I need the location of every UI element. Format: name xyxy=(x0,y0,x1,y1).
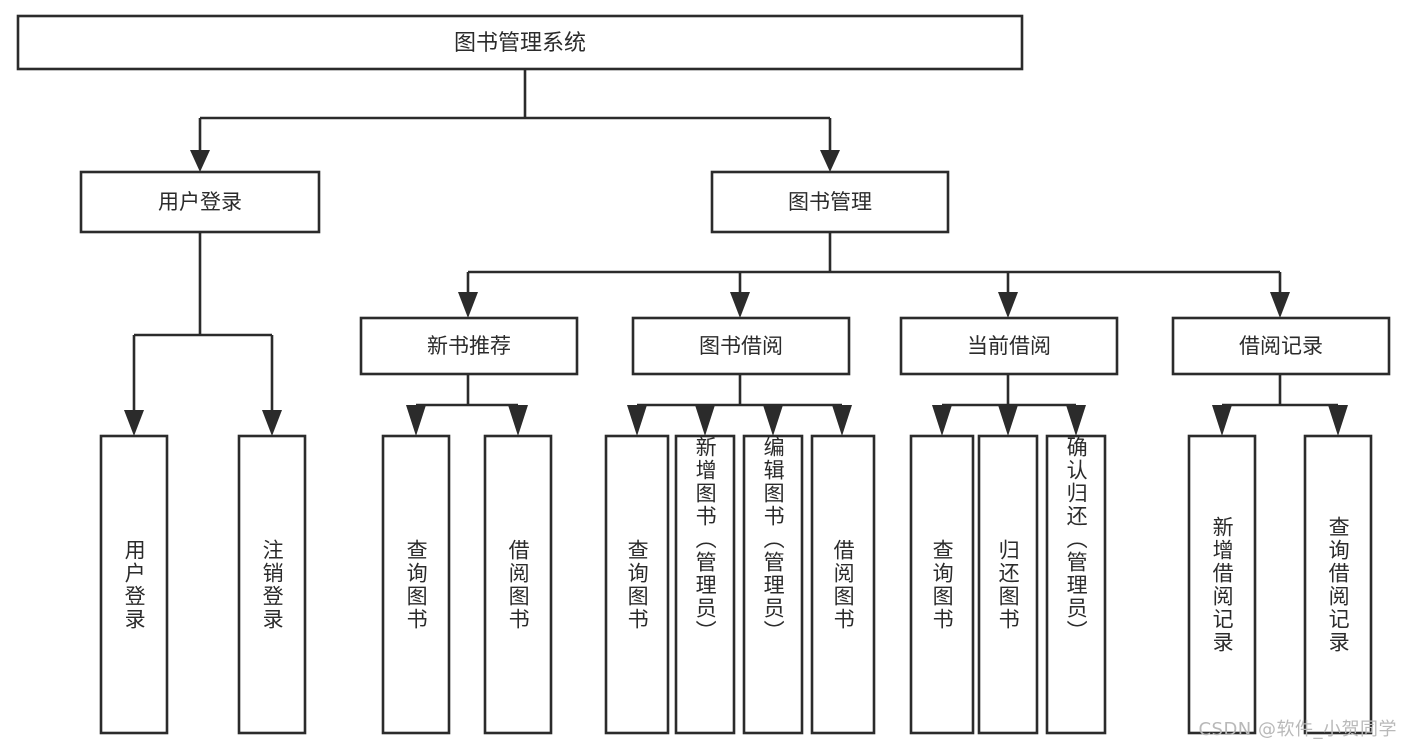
node-leaf-borrow-book[interactable] xyxy=(810,434,876,735)
arrow-head-currentborrow-leaf-3 xyxy=(1066,405,1086,436)
node-root-book-management-system[interactable] xyxy=(16,14,1024,71)
node-leaf-add-borrow-record[interactable] xyxy=(1187,434,1257,735)
node-book-management-label: 图书管理 xyxy=(788,190,872,214)
arrow-head-bookborrow-leaf-2 xyxy=(695,405,715,436)
arrow-head-current-borrow xyxy=(998,292,1018,318)
arrow-head-currentborrow-leaf-1 xyxy=(932,405,952,436)
arrow-head-borrow-record xyxy=(1270,292,1290,318)
node-leaf-query-borrow-record[interactable] xyxy=(1303,434,1373,735)
node-book-borrow-label: 图书借阅 xyxy=(699,334,783,358)
node-borrow-record-label: 借阅记录 xyxy=(1239,334,1323,358)
arrow-head-newbook-leaf-2 xyxy=(508,405,528,436)
node-new-book-recommend-label: 新书推荐 xyxy=(427,334,511,358)
arrow-head-bookborrow-leaf-1 xyxy=(627,405,647,436)
arrow-head-bookmgmt xyxy=(820,150,840,172)
arrow-head-userlogin xyxy=(190,150,210,172)
node-new-book-recommend[interactable] xyxy=(359,316,579,376)
node-leaf-user-logout[interactable] xyxy=(237,434,307,735)
node-layer: 图书管理系统 用户登录 图书管理 新书推荐 图书借阅 当前借阅 借阅记录 xyxy=(16,14,1391,735)
node-leaf-query-book-recommend[interactable] xyxy=(381,434,451,735)
arrow-head-newbook-leaf-1 xyxy=(406,405,426,436)
node-leaf-query-book-current[interactable] xyxy=(909,434,975,735)
arrow-head-user-logout-leaf xyxy=(262,410,282,436)
arrow-head-borrowrecord-leaf-2 xyxy=(1328,405,1348,436)
node-root-label: 图书管理系统 xyxy=(454,31,586,56)
node-book-management[interactable] xyxy=(710,170,950,234)
arrow-head-bookborrow-leaf-4 xyxy=(832,405,852,436)
node-leaf-borrow-book-recommend[interactable] xyxy=(483,434,553,735)
node-leaf-confirm-return-admin[interactable] xyxy=(1045,434,1107,735)
arrow-head-currentborrow-leaf-2 xyxy=(998,405,1018,436)
node-book-borrow[interactable] xyxy=(631,316,851,376)
node-current-borrow[interactable] xyxy=(899,316,1119,376)
arrow-head-user-login-leaf xyxy=(124,410,144,436)
node-leaf-add-book-admin[interactable] xyxy=(674,434,736,735)
node-leaf-query-book-borrow[interactable] xyxy=(604,434,670,735)
node-leaf-user-login[interactable] xyxy=(99,434,169,735)
arrow-head-borrowrecord-leaf-1 xyxy=(1212,405,1232,436)
arrow-head-new-book xyxy=(458,292,478,318)
node-user-login-label: 用户登录 xyxy=(158,190,242,214)
node-user-login[interactable] xyxy=(79,170,321,234)
arrow-head-book-borrow xyxy=(730,292,750,318)
watermark: CSDN @软件_小贺同学 xyxy=(1198,719,1397,740)
node-leaf-return-book[interactable] xyxy=(977,434,1039,735)
connector-layer xyxy=(124,69,1348,436)
arrow-head-bookborrow-leaf-3 xyxy=(763,405,783,436)
node-borrow-record[interactable] xyxy=(1171,316,1391,376)
node-current-borrow-label: 当前借阅 xyxy=(967,334,1051,358)
node-leaf-edit-book-admin[interactable] xyxy=(742,434,804,735)
